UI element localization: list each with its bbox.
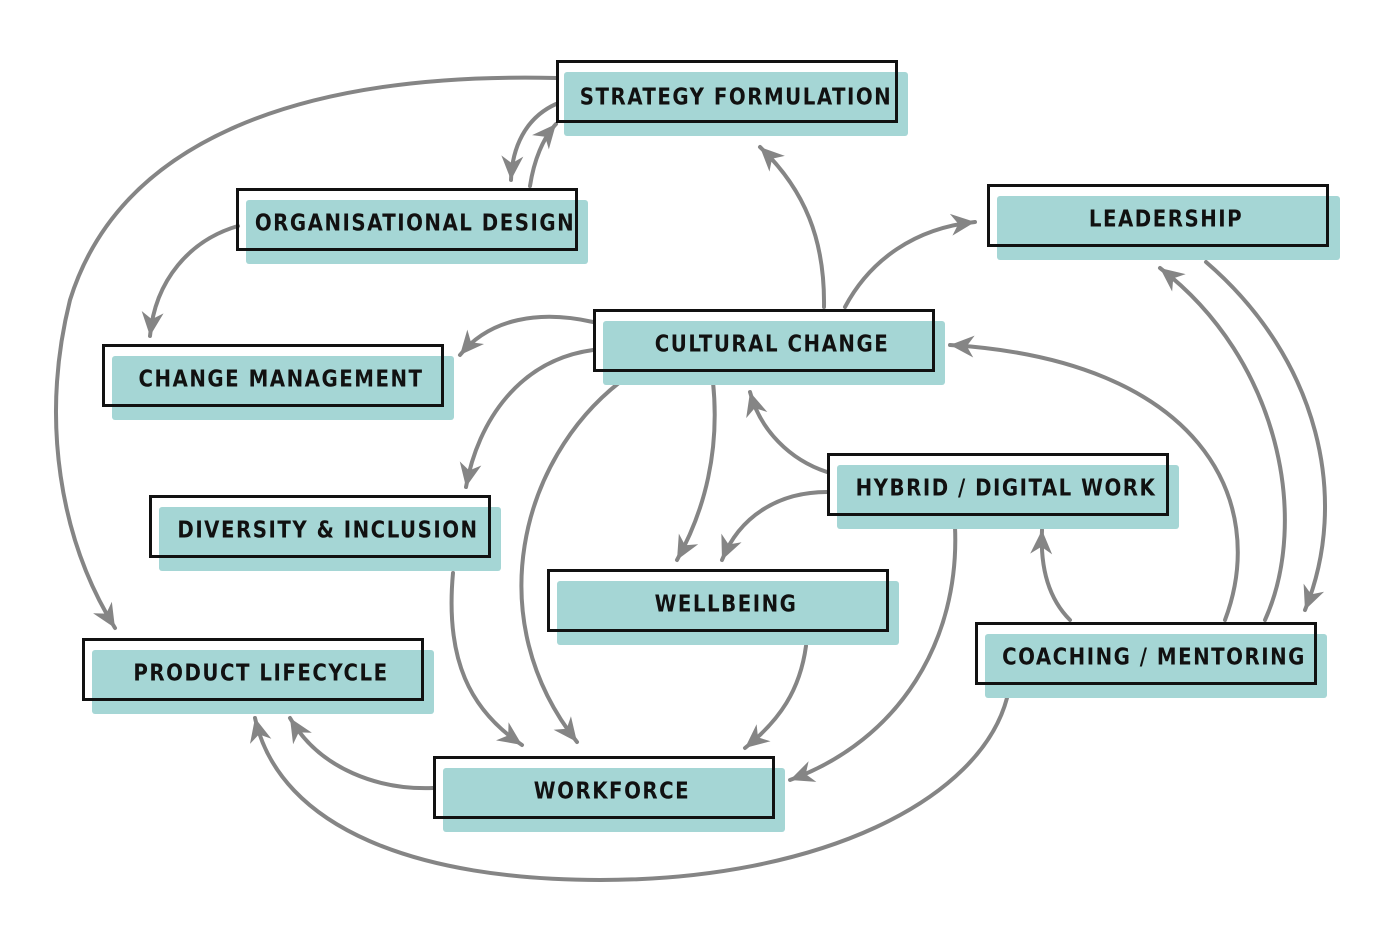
edge-coaching-to-cultural bbox=[948, 335, 1240, 622]
arrowhead-icon bbox=[141, 310, 164, 336]
arrowhead-icon bbox=[501, 155, 524, 180]
arrowhead-icon bbox=[496, 722, 522, 745]
edge-line bbox=[519, 380, 622, 744]
arrowhead-icon bbox=[93, 601, 115, 628]
edge-leadership-to-coaching bbox=[1204, 260, 1327, 612]
arrowhead-icon bbox=[1030, 530, 1053, 555]
edge-line bbox=[253, 696, 1009, 883]
edge-line bbox=[758, 145, 827, 309]
arrowhead-icon bbox=[249, 718, 272, 744]
arrowhead-icon bbox=[949, 213, 975, 236]
arrowhead-icon bbox=[950, 335, 975, 358]
node-label: Product Lifecycle bbox=[133, 659, 389, 687]
edge-line bbox=[288, 716, 435, 791]
edge-cultural-to-strategy bbox=[758, 145, 827, 309]
arrowhead-icon bbox=[746, 392, 768, 419]
edge-hybrid-to-workforce bbox=[788, 525, 958, 782]
edge-coaching-to-leadership bbox=[1158, 266, 1287, 622]
edge-line bbox=[148, 224, 240, 338]
node-label: Cultural Change bbox=[654, 330, 890, 358]
edge-strategy-to-orgdesign bbox=[501, 102, 558, 182]
edge-line bbox=[458, 314, 595, 357]
edge-line bbox=[449, 571, 524, 747]
arrowhead-icon bbox=[1303, 583, 1325, 610]
edge-cultural-to-workforce bbox=[519, 380, 622, 744]
edge-line bbox=[675, 380, 717, 562]
edge-coaching-to-product bbox=[249, 696, 1009, 883]
edge-wellbeing-to-workforce bbox=[743, 644, 808, 750]
node-label: Leadership bbox=[1088, 205, 1244, 233]
edge-hybrid-to-cultural bbox=[746, 390, 829, 474]
edge-line bbox=[788, 525, 958, 782]
arrowhead-icon bbox=[721, 533, 742, 560]
arrowhead-icon bbox=[745, 724, 771, 748]
edge-line bbox=[748, 390, 829, 474]
edge-workforce-to-product bbox=[288, 716, 435, 791]
edge-diversity-to-workforce bbox=[449, 571, 524, 747]
arrowhead-icon bbox=[677, 533, 699, 560]
edge-line bbox=[1204, 260, 1327, 612]
edge-line bbox=[1158, 266, 1287, 622]
edge-cultural-to-leadership bbox=[843, 213, 977, 309]
arrowhead-icon bbox=[760, 147, 785, 172]
node-label: Workforce bbox=[533, 777, 691, 805]
edge-orgdesign-to-changemgmt bbox=[141, 224, 240, 338]
arrowhead-icon bbox=[459, 461, 482, 487]
node-label: Diversity & Inclusion bbox=[177, 516, 479, 544]
edge-line bbox=[948, 343, 1240, 622]
edge-hybrid-to-wellbeing bbox=[720, 490, 829, 562]
node-label: Coaching / Mentoring bbox=[1002, 643, 1306, 671]
arrowhead-icon bbox=[553, 716, 577, 742]
arrowhead-icon bbox=[790, 761, 817, 782]
edge-cultural-to-wellbeing bbox=[675, 380, 717, 562]
edge-line bbox=[720, 490, 829, 562]
edge-line bbox=[464, 348, 595, 489]
arrowhead-icon bbox=[290, 718, 312, 745]
edge-orgdesign-to-strategy bbox=[528, 122, 558, 188]
arrowhead-icon bbox=[460, 329, 485, 355]
node-label: Change Management bbox=[138, 365, 424, 393]
arrowhead-icon bbox=[532, 124, 556, 150]
edge-line bbox=[54, 75, 558, 630]
edge-strategy-to-product bbox=[54, 75, 558, 630]
arrowhead-icon bbox=[1160, 268, 1186, 292]
node-label: Organisational Design bbox=[254, 209, 576, 237]
edge-cultural-to-changemgmt bbox=[458, 314, 595, 357]
edge-line bbox=[843, 220, 977, 309]
edge-coaching-to-hybrid bbox=[1030, 528, 1072, 622]
edge-cultural-to-diversity bbox=[459, 348, 595, 489]
node-label: Wellbeing bbox=[654, 590, 798, 618]
node-label: Hybrid / Digital Work bbox=[855, 474, 1157, 502]
node-label: Strategy Formulation bbox=[579, 83, 893, 111]
